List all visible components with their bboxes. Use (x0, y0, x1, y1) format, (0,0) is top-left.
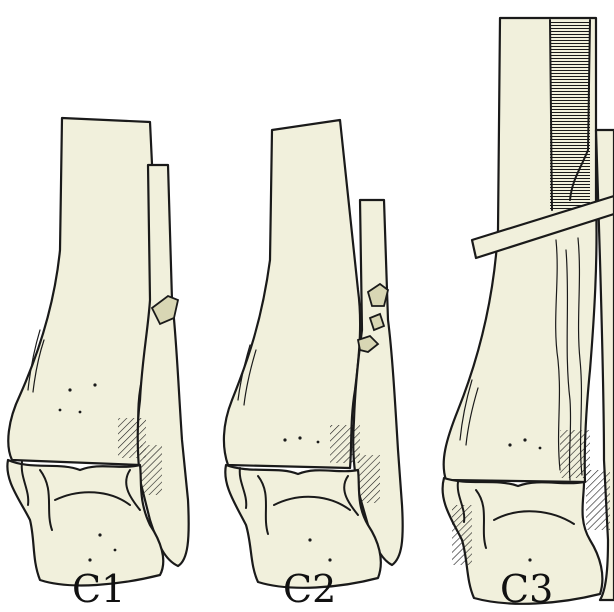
panel-c2-illustration (224, 120, 403, 588)
panel-label-c3: C3 (500, 570, 553, 608)
panel-label-c1: C1 (72, 570, 125, 608)
panel-c3-illustration (443, 18, 614, 604)
c1-tibia (8, 118, 158, 465)
panel-label-c2: C2 (283, 570, 336, 608)
c2-tibia (224, 120, 360, 468)
panel-c1-illustration (7, 118, 188, 585)
c3-shaft-hatch (550, 20, 590, 210)
